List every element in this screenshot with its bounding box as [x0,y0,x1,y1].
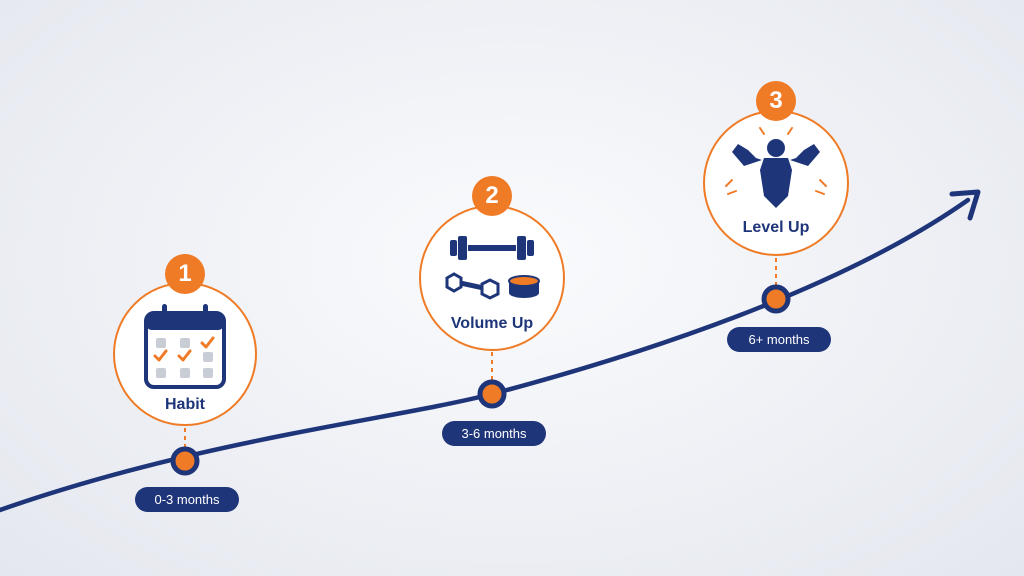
timeline-node-3 [761,284,791,314]
step-badge-3 [756,81,796,121]
flexing-bodybuilder-icon [725,127,827,208]
step-number-2: 2 [485,182,499,209]
milestone-label-2: Volume Up [450,315,534,332]
arrow-head-icon [949,189,981,221]
timeframe-pill-2: 3-6 months [442,421,546,446]
calendar-checklist-icon [144,304,226,389]
timeframe-pill-3: 6+ months [727,327,831,352]
dumbbells-and-weight-plate-icon [445,236,540,300]
timeline-node-2 [477,379,507,409]
step-number-1: 1 [178,260,192,287]
milestone-label-1: Habit [165,396,205,413]
timeframe-pill-1: 0-3 months [135,487,239,512]
step-number-3: 3 [769,87,783,114]
milestone-label-3: Level Up [742,219,810,236]
step-badge-2 [472,176,512,216]
timeline-node-1 [170,446,200,476]
step-badge-1 [165,254,205,294]
